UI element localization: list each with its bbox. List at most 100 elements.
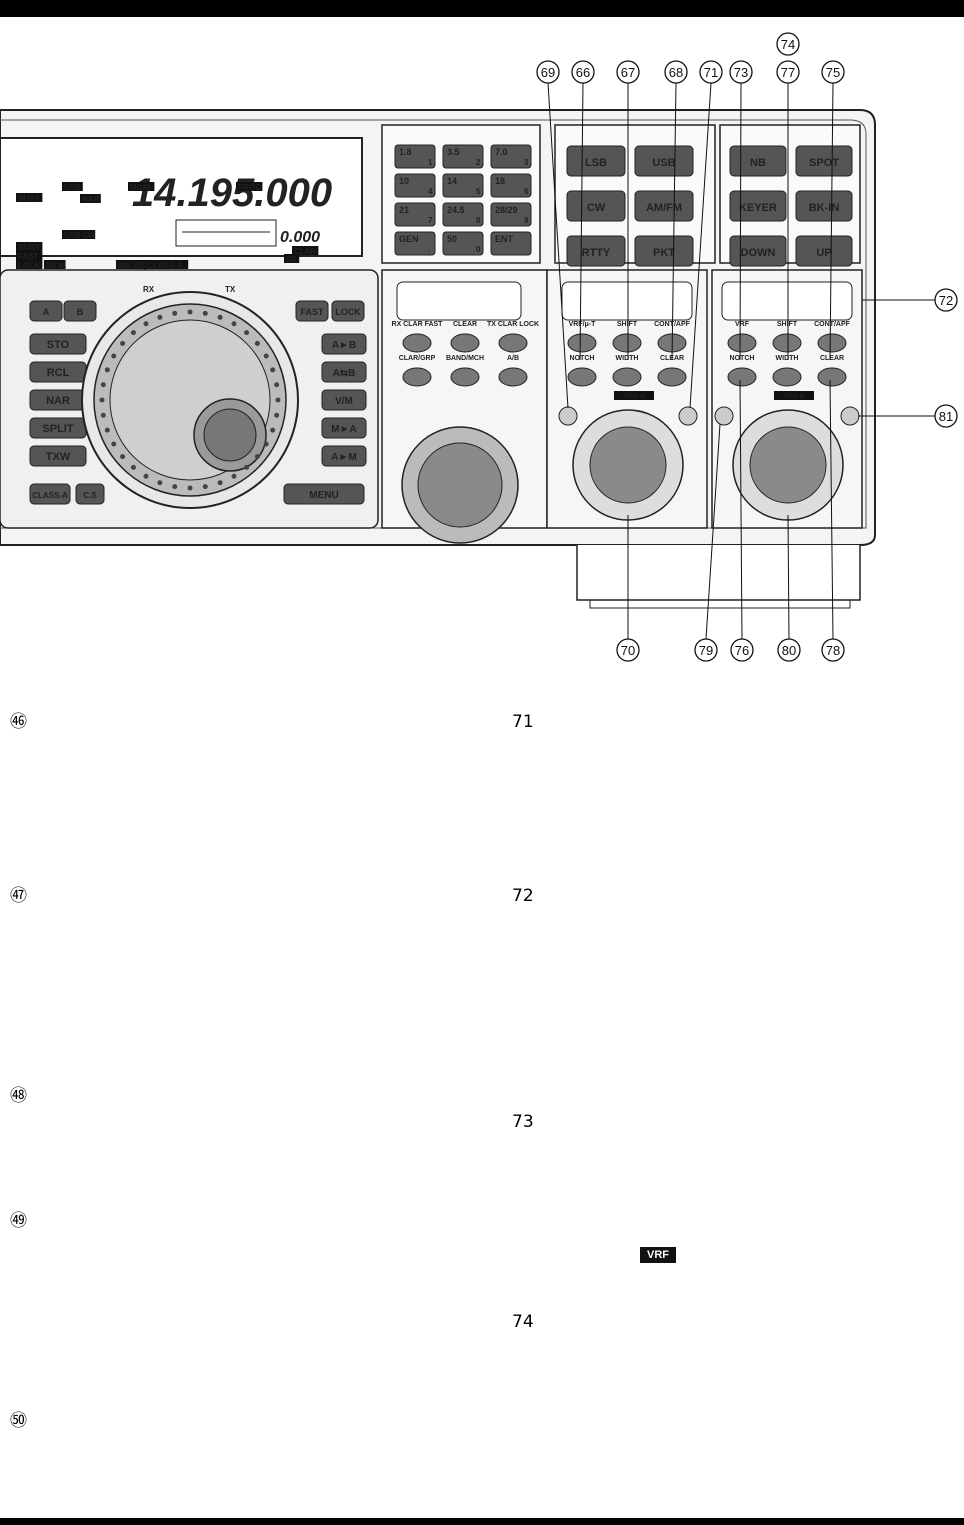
function-key-label: UP	[816, 247, 831, 259]
vfo-key-label: B	[77, 307, 84, 317]
clar-button[interactable]	[402, 367, 432, 387]
dsp-button[interactable]	[727, 333, 757, 353]
band-key[interactable]	[394, 144, 436, 169]
dsp-button[interactable]	[817, 367, 847, 387]
lcd-tag: MIC EQ	[118, 261, 146, 270]
memory-key[interactable]	[321, 361, 367, 383]
function-key[interactable]	[795, 235, 853, 267]
lcd-tag-bg	[62, 230, 83, 239]
memory-key[interactable]	[29, 445, 87, 467]
lcd-tag: CW	[82, 231, 96, 240]
band-key[interactable]	[394, 202, 436, 227]
dial-dot	[104, 427, 110, 433]
callout-number: 77	[781, 65, 795, 80]
memory-key-label: STO	[47, 339, 70, 351]
dial-dot	[120, 454, 126, 460]
dial-dot	[99, 397, 105, 403]
lcd-tag: USB	[64, 183, 81, 192]
clar-button[interactable]	[450, 367, 480, 387]
dsp-button[interactable]	[727, 367, 757, 387]
dial-dot	[217, 480, 223, 486]
memory-key[interactable]	[75, 483, 105, 505]
lcd-tag: RX	[286, 255, 298, 264]
band-key[interactable]	[394, 231, 436, 256]
dsp-button[interactable]	[657, 367, 687, 387]
clar-label: TX CLAR LOCK	[487, 321, 539, 328]
callout-circle	[776, 32, 800, 56]
dial-dot	[104, 367, 110, 373]
mode-key[interactable]	[634, 145, 694, 177]
lcd-tag: BUSY	[18, 243, 41, 252]
vfo-key[interactable]	[331, 300, 365, 322]
band-key-sublabel: 8	[476, 216, 481, 225]
memory-key[interactable]	[321, 389, 367, 411]
memory-key-label: A►M	[331, 452, 356, 463]
memory-key[interactable]	[29, 333, 87, 355]
function-key-label: DOWN	[741, 247, 776, 259]
marker-70: ㊿	[10, 1411, 27, 1431]
lcd-tag: USB	[64, 231, 81, 240]
dsp-label: NOTCH	[730, 355, 755, 362]
dial-dot	[202, 310, 208, 316]
band-key-label: 10	[399, 176, 409, 186]
band-key[interactable]	[490, 173, 532, 198]
clar-button[interactable]	[402, 333, 432, 353]
dial-dot	[157, 480, 163, 486]
dsp-button[interactable]	[817, 333, 847, 353]
band-key-label: 7.0	[495, 147, 508, 157]
vfo-key[interactable]	[295, 300, 329, 322]
dsp-label: VRF/μ-T	[569, 321, 597, 328]
mode-key-label: CW	[587, 202, 606, 214]
dial-dot	[254, 454, 260, 460]
lcd-tag-bg	[16, 242, 43, 251]
frequency-readout: 14.195.000	[132, 171, 332, 215]
mode-key[interactable]	[634, 235, 694, 267]
band-key[interactable]	[442, 202, 484, 227]
dsp-button[interactable]	[772, 367, 802, 387]
band-key[interactable]	[442, 144, 484, 169]
dsp-button[interactable]	[612, 367, 642, 387]
clar-button[interactable]	[498, 367, 528, 387]
function-key-label: NB	[750, 157, 766, 169]
mode-key[interactable]	[634, 190, 694, 222]
band-key[interactable]	[442, 173, 484, 198]
memory-key[interactable]	[321, 333, 367, 355]
dsp-button[interactable]	[567, 367, 597, 387]
clar-label: CLEAR	[453, 321, 477, 328]
band-key[interactable]	[490, 144, 532, 169]
memory-key[interactable]	[283, 483, 365, 505]
function-key[interactable]	[729, 235, 787, 267]
memory-key[interactable]	[321, 445, 367, 467]
memory-key[interactable]	[321, 417, 367, 439]
function-key[interactable]	[795, 190, 853, 222]
callout-leader	[579, 82, 584, 361]
function-key[interactable]	[729, 190, 787, 222]
vfo-key[interactable]	[29, 300, 63, 322]
band-key[interactable]	[442, 231, 484, 256]
vfo-key[interactable]	[63, 300, 97, 322]
dsp-button[interactable]	[612, 333, 642, 353]
band-key[interactable]	[490, 231, 532, 256]
lcd-display	[0, 137, 363, 257]
dsp-button[interactable]	[567, 333, 597, 353]
mode-key[interactable]	[566, 145, 626, 177]
function-key[interactable]	[729, 145, 787, 177]
lcd-tag: NB	[46, 261, 58, 270]
memory-key[interactable]	[29, 483, 71, 505]
clar-button[interactable]	[498, 333, 528, 353]
lcd-tag-bg	[16, 251, 43, 260]
band-key[interactable]	[490, 202, 532, 227]
band-key[interactable]	[394, 173, 436, 198]
callout-number: 68	[669, 65, 683, 80]
clar-button[interactable]	[450, 333, 480, 353]
dial-dot	[187, 309, 193, 315]
dsp-button[interactable]	[772, 333, 802, 353]
marker-68: ㊽	[10, 1086, 27, 1106]
function-key[interactable]	[795, 145, 853, 177]
band-key-sublabel: 1	[428, 158, 433, 167]
lcd-tag: W	[58, 261, 66, 270]
band-key-sublabel: 5	[476, 187, 481, 196]
top-rule	[0, 0, 964, 17]
band-key-label: 18	[495, 176, 505, 186]
